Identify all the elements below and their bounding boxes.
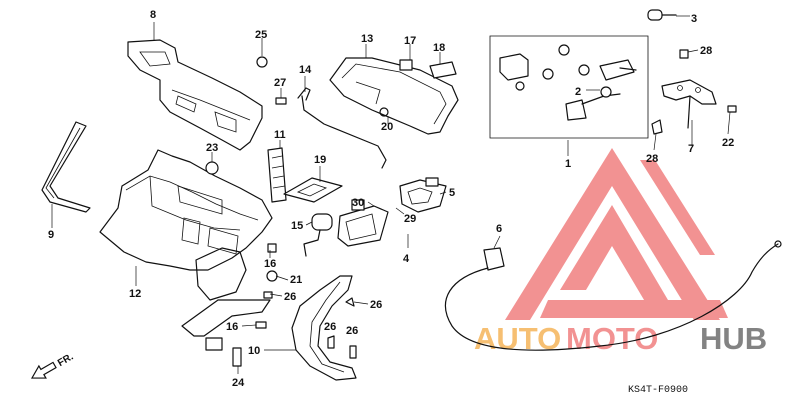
part-1-lock-set	[489, 35, 649, 139]
callout-28-a: 28	[700, 45, 712, 57]
part-4-harness	[303, 199, 389, 257]
callout-1: 1	[565, 158, 571, 170]
callout-26-c: 26	[324, 321, 336, 333]
fasteners	[205, 49, 737, 367]
part-3-key	[647, 9, 677, 21]
callout-17: 17	[404, 35, 416, 47]
callout-21: 21	[290, 274, 302, 286]
callout-26-b: 26	[370, 299, 382, 311]
diagram-code: KS4T-F0900	[628, 385, 688, 396]
callout-25: 25	[255, 29, 267, 41]
part-14-frame	[297, 87, 387, 169]
callout-16-upper: 16	[264, 258, 276, 270]
callout-28-b: 28	[646, 153, 658, 165]
callout-26-d: 26	[346, 325, 358, 337]
callout-29: 29	[404, 213, 416, 225]
watermark-logo	[505, 148, 728, 320]
callout-20: 20	[381, 121, 393, 133]
part-8-bracket	[127, 39, 263, 151]
callout-12: 12	[129, 288, 141, 300]
leader-lines	[51, 15, 731, 374]
callout-3: 3	[691, 13, 697, 25]
part-12-inner-box	[99, 149, 273, 271]
part-7-bracket	[661, 79, 717, 129]
front-label: FR.	[56, 351, 76, 369]
callout-11: 11	[274, 129, 286, 141]
part-13-lid	[329, 57, 459, 135]
callout-19: 19	[314, 154, 326, 166]
brand-auto: AUTO	[474, 321, 561, 356]
part-10-lower-cover	[291, 275, 357, 381]
callout-6: 6	[496, 223, 502, 235]
callout-23: 23	[206, 142, 218, 154]
callouts: 8 25 13 14 17 18 27 20 11 23 19 9 12 16 …	[48, 9, 734, 389]
callout-27: 27	[274, 77, 286, 89]
part-6-cable	[444, 240, 782, 351]
callout-26-a: 26	[284, 291, 296, 303]
callout-18: 18	[433, 42, 445, 54]
part-9-trim	[41, 121, 91, 213]
brand-hub: HUB	[700, 321, 767, 356]
watermark-brand: AUTO MOTO HUB	[474, 321, 767, 356]
callout-14: 14	[299, 64, 312, 76]
part-5-bracket	[399, 177, 447, 213]
front-arrow: FR.	[30, 351, 76, 379]
callout-22: 22	[722, 137, 734, 149]
callout-30: 30	[352, 197, 364, 209]
callout-15: 15	[291, 220, 303, 232]
callout-2: 2	[575, 86, 581, 98]
callout-9: 9	[48, 229, 54, 241]
callout-13: 13	[361, 33, 373, 45]
callout-7: 7	[688, 143, 694, 155]
callout-8: 8	[150, 9, 156, 21]
part-11-strip	[267, 147, 287, 203]
callout-24: 24	[232, 377, 245, 389]
callout-5: 5	[449, 187, 455, 199]
callout-10: 10	[248, 345, 260, 357]
part-19-pad	[283, 177, 343, 203]
part-24-plate	[181, 247, 271, 351]
callout-4: 4	[403, 253, 410, 265]
callout-16-lower: 16	[226, 321, 238, 333]
